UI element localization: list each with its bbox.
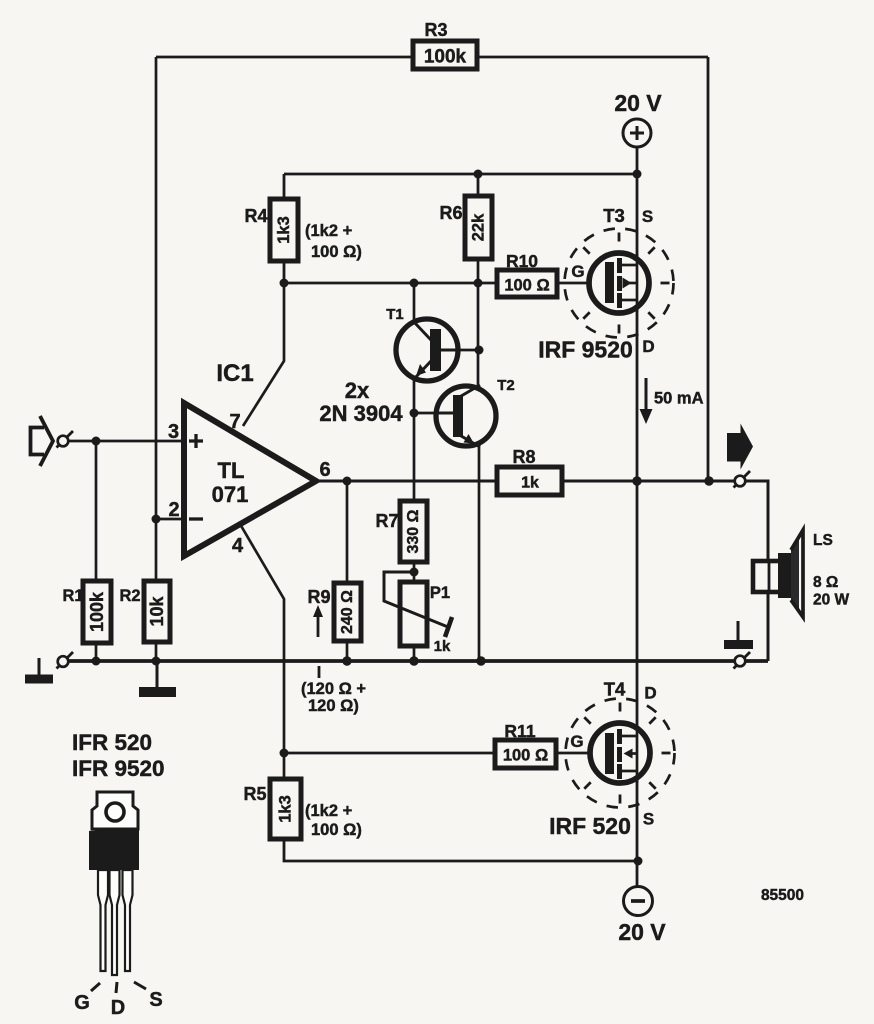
svg-text:TL: TL — [218, 458, 245, 483]
svg-text:IFR 520: IFR 520 — [72, 730, 152, 755]
svg-text:T1: T1 — [386, 306, 404, 323]
svg-text:100 Ω: 100 Ω — [503, 747, 548, 765]
svg-text:20 W: 20 W — [813, 592, 850, 609]
svg-text:10k: 10k — [147, 596, 167, 627]
svg-text:D: D — [644, 684, 656, 703]
svg-text:G: G — [570, 732, 583, 751]
svg-text:071: 071 — [212, 482, 249, 507]
svg-text:1k3: 1k3 — [277, 795, 295, 823]
svg-text:100 Ω: 100 Ω — [504, 277, 549, 295]
svg-text:85500: 85500 — [761, 887, 804, 904]
svg-text:IRF 9520: IRF 9520 — [538, 337, 633, 363]
svg-text:IRF 520: IRF 520 — [549, 813, 631, 839]
svg-text:R3: R3 — [424, 20, 447, 40]
svg-text:D: D — [111, 997, 125, 1019]
svg-text:100 Ω): 100 Ω) — [311, 243, 362, 261]
svg-text:20 V: 20 V — [618, 919, 666, 945]
svg-text:2: 2 — [168, 499, 179, 521]
svg-text:20 V: 20 V — [614, 90, 662, 116]
svg-text:22k: 22k — [470, 213, 488, 241]
svg-text:R4: R4 — [244, 206, 267, 226]
svg-text:(1k2 +: (1k2 + — [305, 222, 352, 240]
svg-text:120 Ω): 120 Ω) — [308, 697, 359, 715]
svg-text:R8: R8 — [512, 447, 535, 467]
svg-text:100k: 100k — [424, 47, 467, 68]
svg-text:D: D — [642, 337, 654, 356]
svg-text:1k3: 1k3 — [275, 216, 293, 244]
svg-text:R5: R5 — [243, 784, 266, 804]
svg-text:S: S — [149, 989, 162, 1011]
svg-text:IFR 9520: IFR 9520 — [72, 756, 165, 781]
svg-text:1k: 1k — [521, 475, 539, 492]
svg-text:2N 3904: 2N 3904 — [319, 401, 403, 426]
svg-text:G: G — [74, 992, 90, 1014]
svg-text:T2: T2 — [497, 377, 515, 394]
svg-text:T4: T4 — [604, 679, 626, 700]
svg-text:R10: R10 — [506, 251, 538, 271]
svg-text:S: S — [643, 810, 654, 829]
svg-text:100 Ω): 100 Ω) — [311, 821, 362, 839]
svg-text:P1: P1 — [430, 584, 450, 602]
svg-text:S: S — [642, 207, 653, 226]
svg-text:100k: 100k — [87, 591, 107, 632]
svg-text:R9: R9 — [307, 587, 330, 607]
svg-text:R11: R11 — [504, 721, 535, 741]
svg-text:R2: R2 — [119, 587, 140, 605]
svg-text:7: 7 — [229, 411, 240, 433]
svg-text:3: 3 — [168, 421, 179, 443]
svg-text:LS: LS — [813, 532, 833, 549]
svg-text:(1k2 +: (1k2 + — [305, 802, 352, 820]
svg-text:G: G — [571, 262, 584, 281]
svg-text:2x: 2x — [345, 378, 370, 403]
svg-text:6: 6 — [319, 459, 330, 481]
svg-text:(120 Ω +: (120 Ω + — [301, 680, 366, 698]
svg-text:R7: R7 — [375, 511, 398, 531]
svg-text:4: 4 — [232, 535, 244, 557]
svg-text:R6: R6 — [439, 203, 462, 223]
svg-text:330 Ω: 330 Ω — [405, 509, 422, 553]
svg-text:8 Ω: 8 Ω — [813, 574, 838, 591]
svg-text:IC1: IC1 — [216, 360, 253, 387]
svg-text:1k: 1k — [434, 638, 451, 655]
svg-text:240 Ω: 240 Ω — [339, 590, 356, 634]
svg-text:50 mA: 50 mA — [654, 390, 704, 408]
svg-text:R1: R1 — [62, 587, 83, 605]
svg-text:T3: T3 — [603, 205, 625, 226]
